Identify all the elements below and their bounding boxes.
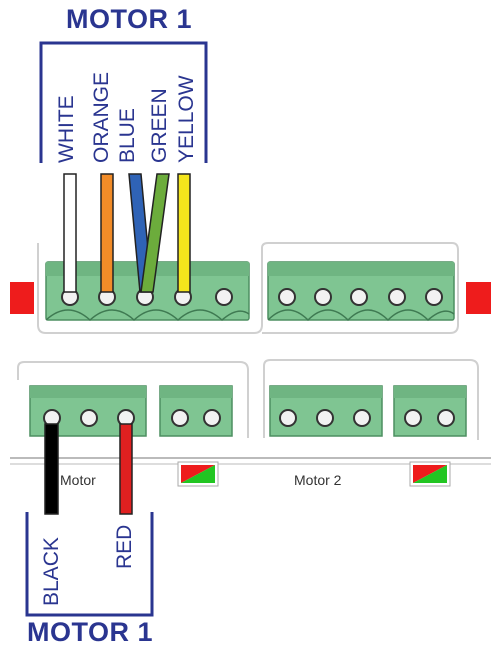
label-white: WHITE xyxy=(55,95,78,163)
terminal-block-aux-1 xyxy=(159,385,233,437)
terminal-block-aux-2 xyxy=(393,385,467,437)
label-orange: ORANGE xyxy=(90,71,113,163)
wire-orange xyxy=(100,173,114,293)
wire-yellow xyxy=(177,173,191,293)
label-red: RED xyxy=(113,524,136,569)
bottom-screws xyxy=(43,409,455,427)
board-outline xyxy=(10,242,491,465)
top-wires xyxy=(63,173,191,293)
top-bracket xyxy=(39,41,208,163)
top-screws xyxy=(61,288,443,306)
label-green: GREEN xyxy=(148,88,171,163)
label-blue: BLUE xyxy=(116,108,139,163)
bottom-title: MOTOR 1 xyxy=(27,617,154,647)
top-title: MOTOR 1 xyxy=(66,4,193,34)
bottom-bracket xyxy=(25,512,154,617)
bottom-wires xyxy=(44,423,133,515)
status-led-1 xyxy=(177,461,219,487)
port-label-motor2: Motor 2 xyxy=(294,472,342,488)
wire-green xyxy=(140,173,170,293)
port-label-motor: Motor xyxy=(60,472,96,488)
wire-white xyxy=(63,173,77,293)
right-red-indicator xyxy=(466,282,491,314)
label-black: BLACK xyxy=(40,537,63,606)
wire-red xyxy=(119,423,133,515)
status-led-2 xyxy=(409,461,451,487)
left-red-indicator xyxy=(10,282,34,314)
label-yellow: YELLOW xyxy=(175,75,198,163)
terminal-block-top-right xyxy=(267,261,455,322)
wire-black xyxy=(44,423,59,515)
